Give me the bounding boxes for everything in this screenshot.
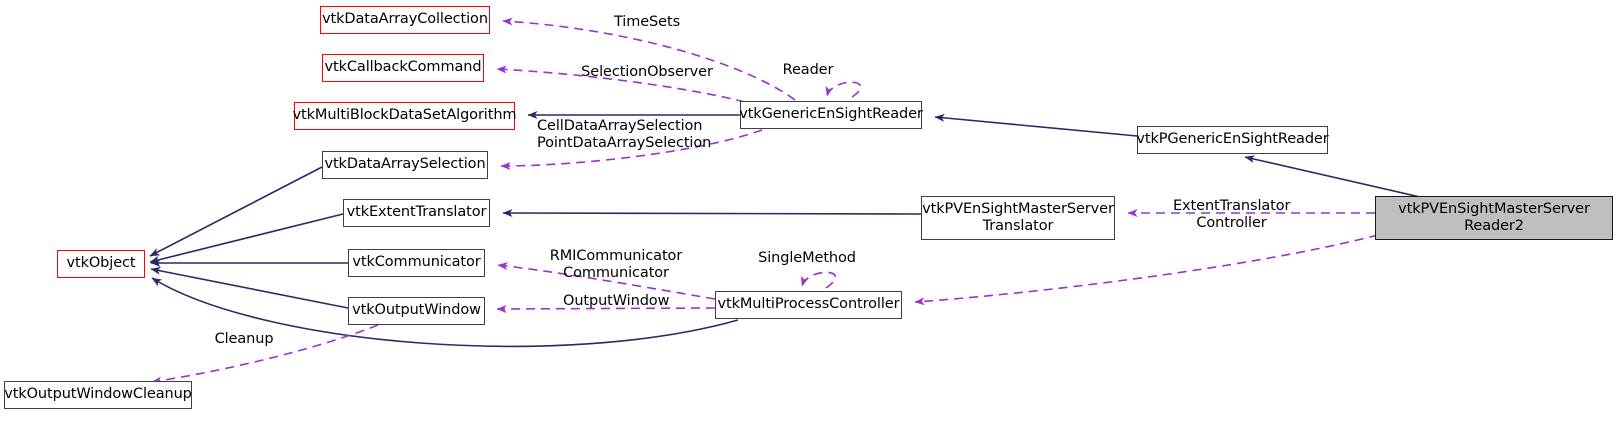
inheritance-edges bbox=[149, 111, 1421, 348]
node-vtkobject[interactable]: vtkObject bbox=[57, 250, 145, 278]
edge-cleanup bbox=[151, 324, 379, 385]
usage-edges bbox=[151, 17, 1379, 385]
node-vtkextenttranslator[interactable]: vtkExtentTranslator bbox=[343, 199, 490, 227]
edge-controller-usage bbox=[914, 234, 1379, 306]
edge-label-extenttranslator-controller: ExtentTranslator Controller bbox=[1173, 198, 1291, 232]
edge-label-reader: Reader bbox=[782, 62, 834, 78]
edge-reader-self bbox=[825, 81, 862, 98]
node-vtkoutputwindowcleanup[interactable]: vtkOutputWindowCleanup bbox=[4, 381, 192, 409]
edge-label-outputwindow: OutputWindow bbox=[563, 293, 670, 309]
node-vtkmultiprocesscontroller[interactable]: vtkMultiProcessController bbox=[715, 291, 902, 319]
edge-translator-to-extenttranslator bbox=[502, 209, 922, 218]
edge-outputwindow-usage bbox=[496, 304, 716, 313]
edge-reader2-to-pgeneric bbox=[1244, 155, 1421, 198]
edge-pgeneric-to-generic bbox=[934, 113, 1138, 137]
node-vtkdataarraycollection[interactable]: vtkDataArrayCollection bbox=[320, 6, 490, 34]
edge-extenttranslator-to-vtkobject bbox=[149, 213, 344, 264]
edge-timesets bbox=[502, 17, 796, 101]
edge-rmicommunicator bbox=[497, 262, 716, 300]
edge-singlemethod-self bbox=[801, 271, 836, 289]
edge-selectionobserver bbox=[496, 65, 746, 103]
edge-label-timesets: TimeSets bbox=[613, 14, 681, 30]
node-vtkcommunicator[interactable]: vtkCommunicator bbox=[348, 249, 485, 277]
node-vtkgenericensightreader[interactable]: vtkGenericEnSightReader bbox=[739, 101, 923, 129]
edge-multiprocess-to-vtkobject bbox=[151, 277, 739, 348]
edge-label-singlemethod: SingleMethod bbox=[758, 250, 856, 266]
edge-label-rmicommunicator: RMICommunicator Communicator bbox=[549, 248, 683, 282]
edge-label-selectionobserver: SelectionObserver bbox=[581, 64, 713, 80]
node-vtkoutputwindow[interactable]: vtkOutputWindow bbox=[348, 297, 485, 325]
node-vtkpvensightmasterserverreader2[interactable]: vtkPVEnSightMasterServer Reader2 bbox=[1375, 196, 1613, 240]
node-vtkcallbackcommand[interactable]: vtkCallbackCommand bbox=[322, 54, 484, 82]
node-vtkmultiblockdatasetalgorithm[interactable]: vtkMultiBlockDataSetAlgorithm bbox=[293, 102, 517, 130]
edge-outputwindow-to-vtkobject bbox=[150, 266, 349, 309]
edge-dataarrayselection-to-vtkobject bbox=[149, 166, 323, 257]
edge-label-cleanup: Cleanup bbox=[214, 331, 274, 347]
node-vtkpvensightmasterservertranslator[interactable]: vtkPVEnSightMasterServer Translator bbox=[921, 196, 1115, 240]
node-vtkpgenericensightreader[interactable]: vtkPGenericEnSightReader bbox=[1136, 126, 1329, 154]
edge-label-celldataarrayselection: CellDataArraySelection PointDataArraySel… bbox=[537, 118, 712, 152]
node-vtkdataarrayselection[interactable]: vtkDataArraySelection bbox=[322, 151, 488, 179]
edge-dataarrayselection-usage bbox=[500, 129, 763, 170]
